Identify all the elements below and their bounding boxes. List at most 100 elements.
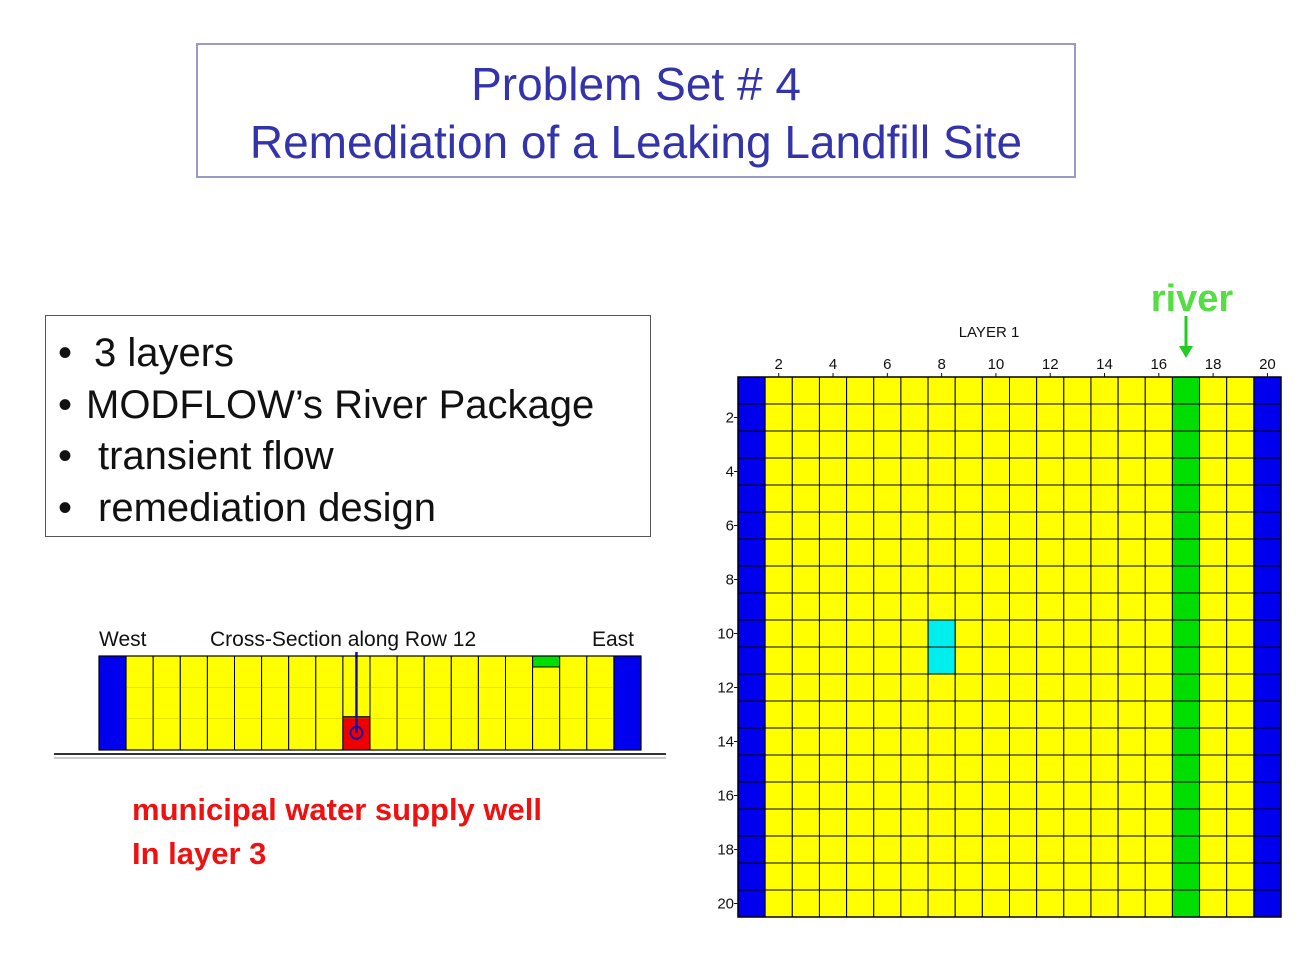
bullet-text: transient flow	[98, 434, 334, 478]
grid-cell	[818, 430, 848, 459]
xsec-border	[98, 655, 642, 751]
grid-cell	[1009, 646, 1038, 675]
grid-cell	[1226, 376, 1255, 405]
grid-cell	[900, 619, 929, 648]
grid-cell	[981, 403, 1010, 432]
grid-cell	[846, 538, 875, 567]
grid-cell	[764, 403, 793, 432]
grid-cell	[1036, 700, 1065, 729]
grid-cell	[873, 592, 902, 621]
grid-cell	[873, 754, 902, 783]
grid-cell	[1144, 619, 1173, 648]
grid-cell	[1036, 862, 1065, 891]
grid-cell	[1063, 673, 1092, 702]
grid-cell	[981, 673, 1010, 702]
xsec-column	[450, 655, 479, 751]
grid-cell	[900, 781, 929, 810]
grid-cell	[981, 727, 1010, 756]
grid-cell-constant-head	[1253, 592, 1282, 621]
grid-cell-constant-head	[737, 538, 766, 567]
grid-cell	[1063, 727, 1092, 756]
grid-cell	[791, 646, 820, 675]
grid-cell	[900, 457, 929, 486]
grid-cell	[1226, 754, 1255, 783]
grid-cell	[1090, 592, 1119, 621]
grid-cell	[1199, 835, 1228, 864]
grid-cell	[873, 565, 902, 594]
grid-cell	[900, 538, 929, 567]
grid-cell	[1199, 700, 1228, 729]
grid-cell	[846, 835, 875, 864]
grid-cell-constant-head	[737, 403, 766, 432]
grid-cell	[1063, 430, 1092, 459]
grid-cell	[954, 673, 983, 702]
grid-cell-constant-head	[737, 727, 766, 756]
grid-cell	[900, 430, 929, 459]
grid-cell	[927, 484, 956, 513]
river-label: river	[1151, 278, 1234, 320]
xsec-column	[288, 655, 317, 751]
grid-cell	[818, 511, 848, 540]
grid-cell-river	[1171, 673, 1201, 702]
bullet-text: remediation design	[98, 486, 436, 530]
grid-cell	[1117, 484, 1146, 513]
grid-cell	[818, 592, 848, 621]
grid-x-tick-label: 8	[937, 356, 945, 373]
grid-cell-landfill	[927, 646, 956, 675]
grid-y-tick-label: 14	[717, 734, 734, 751]
grid-cell	[1144, 484, 1173, 513]
grid-cell	[764, 511, 793, 540]
grid-cell	[1009, 457, 1038, 486]
grid-cell	[927, 727, 956, 756]
grid-cell	[764, 700, 793, 729]
grid-cell	[900, 484, 929, 513]
grid-cell-river	[1171, 592, 1201, 621]
grid-cell	[954, 430, 983, 459]
grid-x-tick-label: 20	[1259, 356, 1276, 373]
bullet-item: •remediation design	[58, 488, 436, 528]
grid-cell	[818, 808, 848, 837]
grid-cell	[846, 700, 875, 729]
grid-cell-river	[1171, 511, 1201, 540]
grid-cell	[1090, 403, 1119, 432]
grid-cell	[1144, 376, 1173, 405]
grid-cell	[764, 835, 793, 864]
grid-cell	[1144, 403, 1173, 432]
xsec-column	[586, 655, 615, 751]
grid-cell	[764, 592, 793, 621]
grid-cell	[900, 511, 929, 540]
grid-cell	[1036, 754, 1065, 783]
grid-cell-landfill	[927, 619, 956, 648]
grid-cell	[954, 727, 983, 756]
xsec-column	[477, 655, 506, 751]
xsec-constant-head-column	[613, 655, 642, 751]
grid-cell-river	[1171, 808, 1201, 837]
well-annotation-line-1: municipal water supply well	[132, 792, 542, 827]
grid-cell-river	[1171, 484, 1201, 513]
grid-cell	[791, 754, 820, 783]
grid-cell	[1036, 727, 1065, 756]
grid-cell	[1226, 808, 1255, 837]
grid-cell-constant-head	[737, 646, 766, 675]
grid-cell	[1199, 754, 1228, 783]
grid-cell	[1009, 511, 1038, 540]
grid-cell	[1036, 457, 1065, 486]
grid-cell-constant-head	[737, 511, 766, 540]
bullet-dot: •	[58, 383, 73, 427]
cross-section-title: Cross-Section along Row 12	[210, 628, 477, 651]
grid-cell	[1199, 862, 1228, 891]
grid-cell	[900, 835, 929, 864]
grid-cell	[954, 457, 983, 486]
grid-cell	[1009, 619, 1038, 648]
grid-cell-constant-head	[1253, 700, 1282, 729]
grid-cell	[954, 754, 983, 783]
grid-cell-constant-head	[1253, 538, 1282, 567]
grid-cell-constant-head	[1253, 511, 1282, 540]
well-annotation: municipal water supply well In layer 3	[132, 788, 542, 876]
grid-cell	[954, 376, 983, 405]
grid-cell	[927, 835, 956, 864]
grid-cell	[1199, 646, 1228, 675]
grid-cell	[846, 727, 875, 756]
grid-cell	[818, 484, 848, 513]
grid-cell-constant-head	[737, 808, 766, 837]
